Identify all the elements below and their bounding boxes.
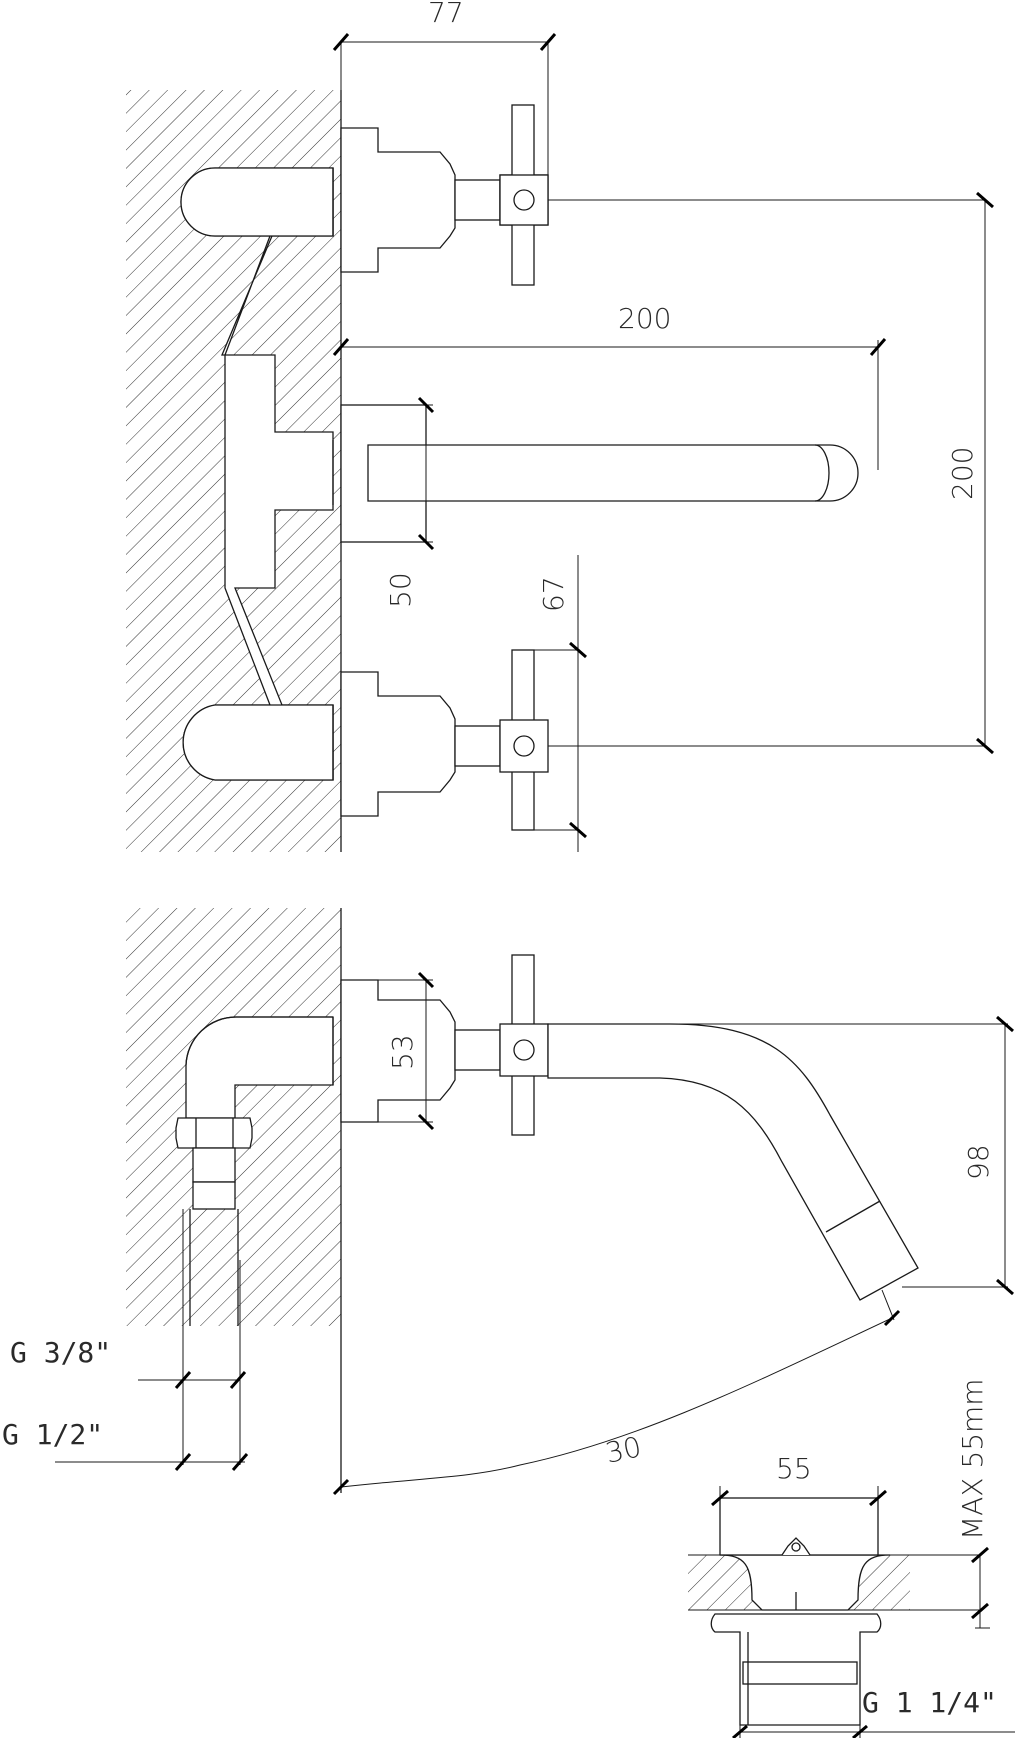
thread-g-1-2: G 1/2" [2,1418,103,1451]
drain-detail: 55 MAX 55mm G 1 1/4" [688,1378,1015,1738]
dim-200-horizontal: 200 [618,302,671,335]
side-view: 53 98 30 G 3/8" G 1/2" [2,908,1014,1496]
max-55mm-label: MAX 55mm [956,1378,989,1540]
dim-30: 30 [603,1430,645,1470]
top-valve [340,104,549,286]
front-view: 77 200 200 50 67 [126,0,994,852]
bottom-valve [340,649,549,831]
dim-200-vertical: 200 [946,447,979,500]
straight-spout [340,404,859,543]
dim-53: 53 [386,1034,419,1070]
dim-55: 55 [776,1452,812,1485]
dim-67: 67 [537,576,570,612]
dim-98: 98 [962,1144,995,1180]
curved-spout [547,1023,919,1301]
dim-50: 50 [384,572,417,608]
thread-g-1-1-4: G 1 1/4" [862,1686,997,1719]
dim-77: 77 [428,0,464,29]
supply-fitting [175,1117,253,1465]
thread-g-3-8: G 3/8" [10,1336,111,1369]
